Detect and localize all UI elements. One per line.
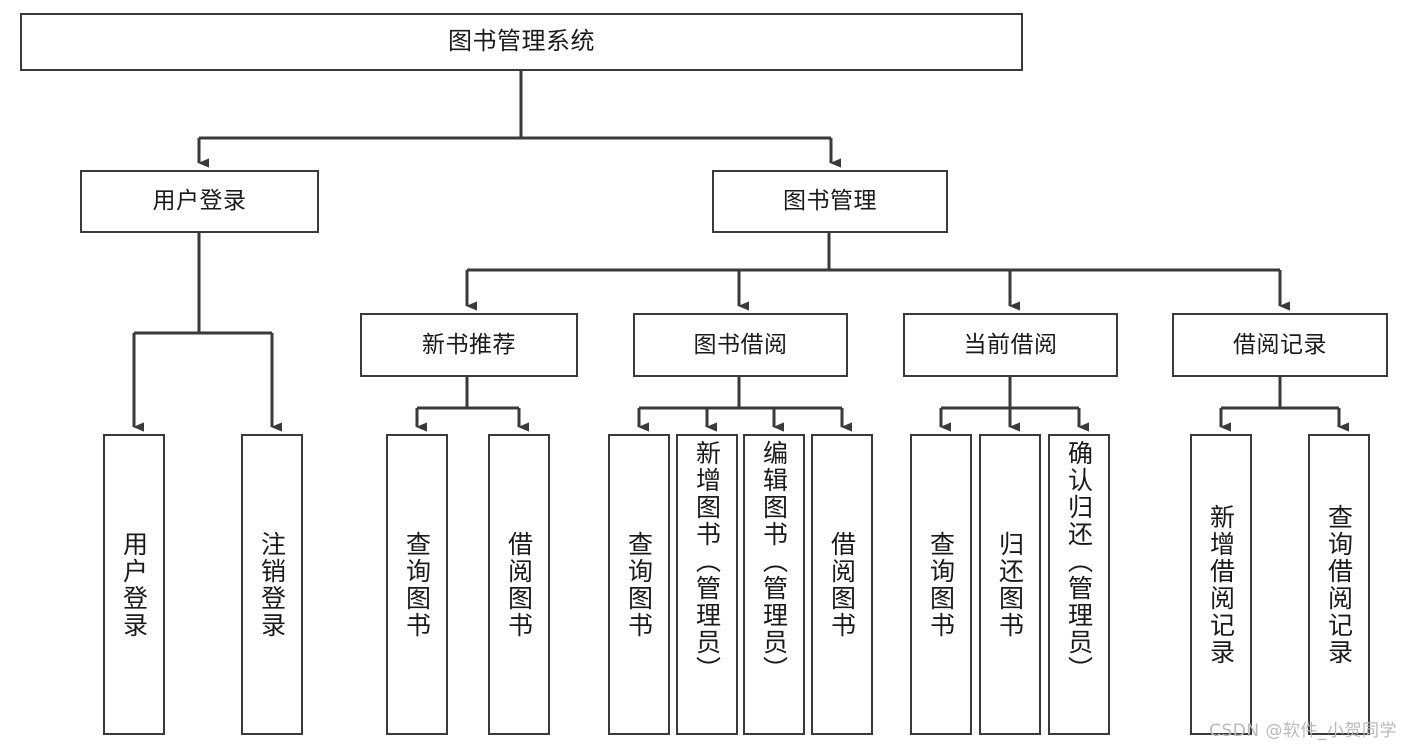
- leaf-new-book-query-books[interactable]: 查询图书: [386, 434, 448, 735]
- node-label: 新增借阅记录: [1206, 503, 1236, 666]
- csdn-watermark: CSDN @软件_小贺同学: [1209, 721, 1397, 741]
- node-label: 新书推荐: [422, 331, 516, 358]
- leaf-borrow-record-add-record[interactable]: 新增借阅记录: [1190, 434, 1252, 735]
- node-label: 查询图书: [926, 530, 956, 639]
- node-label: 用户登录: [152, 188, 247, 215]
- node-label: 用户登录: [119, 530, 149, 639]
- node-user-login[interactable]: 用户登录: [80, 170, 319, 233]
- node-label: 归还图书: [995, 530, 1025, 639]
- node-label: 当前借阅: [963, 331, 1058, 358]
- node-label: 借阅记录: [1233, 331, 1327, 358]
- node-label: 新增图书（管理员）: [692, 440, 722, 683]
- leaf-user-login-logout[interactable]: 注销登录: [241, 434, 303, 735]
- node-book-management[interactable]: 图书管理: [712, 170, 948, 233]
- node-new-book-recommendation[interactable]: 新书推荐: [360, 313, 578, 377]
- leaf-book-borrow-edit-book-admin[interactable]: 编辑图书（管理员）: [743, 434, 805, 735]
- node-current-borrowing[interactable]: 当前借阅: [903, 313, 1118, 377]
- leaf-current-borrow-query-books[interactable]: 查询图书: [910, 434, 972, 735]
- leaf-book-borrow-query-books[interactable]: 查询图书: [608, 434, 670, 735]
- leaf-user-login-signin[interactable]: 用户登录: [103, 434, 165, 735]
- node-label: 图书管理: [783, 188, 877, 215]
- node-root-book-management-system[interactable]: 图书管理系统: [20, 13, 1023, 71]
- leaf-book-borrow-borrow-books[interactable]: 借阅图书: [811, 434, 873, 735]
- node-label: 查询图书: [402, 530, 432, 639]
- node-label: 借阅图书: [827, 530, 857, 639]
- node-borrowing-record[interactable]: 借阅记录: [1172, 313, 1388, 377]
- node-label: 查询图书: [624, 530, 654, 639]
- leaf-new-book-borrow-books[interactable]: 借阅图书: [488, 434, 550, 735]
- leaf-current-borrow-return-books[interactable]: 归还图书: [979, 434, 1041, 735]
- node-label: 查询借阅记录: [1324, 503, 1354, 666]
- node-label: 图书管理系统: [448, 27, 595, 56]
- leaf-book-borrow-add-book-admin[interactable]: 新增图书（管理员）: [676, 434, 738, 735]
- node-label: 注销登录: [257, 530, 287, 639]
- node-label: 确认归还（管理员）: [1064, 440, 1094, 683]
- node-book-borrowing[interactable]: 图书借阅: [633, 313, 848, 377]
- leaf-current-borrow-confirm-return-admin[interactable]: 确认归还（管理员）: [1048, 434, 1110, 735]
- leaf-borrow-record-query-record[interactable]: 查询借阅记录: [1308, 434, 1370, 735]
- node-label: 借阅图书: [504, 530, 534, 639]
- node-label: 图书借阅: [693, 331, 788, 358]
- node-label: 编辑图书（管理员）: [759, 440, 789, 683]
